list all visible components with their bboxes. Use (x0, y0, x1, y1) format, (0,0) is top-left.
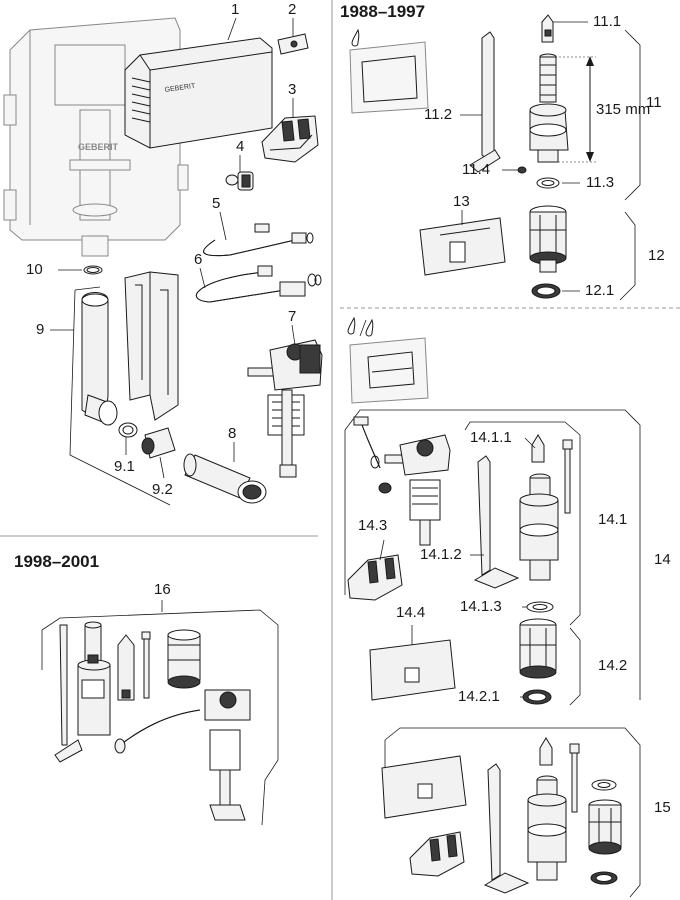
callout-5: 5 (212, 195, 221, 212)
callout-6: 6 (194, 251, 203, 268)
part-2-bracket (277, 33, 309, 55)
callout-4: 4 (236, 138, 245, 155)
callout-2: 2 (288, 1, 297, 18)
era-1998-2001-group (41, 609, 279, 826)
two-water-drops-icon (347, 316, 374, 337)
part-14-group (344, 316, 641, 706)
dimension-315mm: 315 mm (596, 101, 651, 118)
part-3-mounting-clip (261, 115, 319, 163)
callout-16: 16 (154, 581, 171, 598)
water-drop-icon (351, 28, 360, 47)
callout-8: 8 (228, 425, 237, 442)
callout-1: 1 (231, 1, 240, 18)
part-5-hose (203, 223, 314, 257)
cover-panel-brand: GEBERIT (164, 83, 196, 94)
part-6-hose (195, 265, 322, 303)
part-7-fill-valve (247, 339, 323, 478)
callout-3: 3 (288, 81, 297, 98)
callout-14-1-3: 14.1.3 (460, 598, 502, 615)
callout-11-3: 11.3 (586, 174, 615, 191)
callout-12: 12 (648, 247, 665, 264)
callout-12-1: 12.1 (585, 282, 615, 299)
geberit-logo: GEBERIT (78, 142, 119, 152)
callout-11: 11 (646, 94, 662, 111)
part-15-group (381, 727, 641, 898)
leader-lines (50, 17, 588, 698)
callout-9: 9 (36, 321, 45, 338)
callout-14: 14 (654, 551, 671, 568)
era-header-1998-2001: 1998–2001 (14, 552, 100, 571)
callout-14-1-2: 14.1.2 (420, 546, 462, 563)
era-1988-1997-group (349, 14, 641, 301)
callout-14-4: 14.4 (396, 604, 426, 621)
geberit-watermark: GEBERIT (78, 142, 119, 152)
part-10-seal-ring (83, 265, 103, 275)
era-header-1988-1997: 1988–1997 (340, 2, 426, 21)
callout-14-2-1: 14.2.1 (458, 688, 500, 705)
callout-7: 7 (288, 308, 297, 325)
callout-14-2: 14.2 (598, 657, 628, 674)
callout-13: 13 (453, 193, 470, 210)
callout-9-1: 9.1 (114, 458, 135, 475)
callout-15: 15 (654, 799, 671, 816)
callout-14-3: 14.3 (358, 517, 388, 534)
callout-11-1: 11.1 (593, 13, 622, 30)
part-4-connector (225, 171, 254, 191)
callout-10: 10 (26, 261, 43, 278)
callout-14-1-1: 14.1.1 (470, 429, 512, 446)
part-8-pipe (183, 453, 267, 504)
callout-11-2: 11.2 (424, 106, 453, 123)
part-9-flush-pipe-set (69, 271, 179, 506)
callout-14-1: 14.1 (598, 511, 628, 528)
part-1-cover-panel: GEBERIT (124, 37, 273, 149)
callout-11-4: 11.4 (462, 161, 491, 178)
callout-9-2: 9.2 (152, 481, 173, 498)
